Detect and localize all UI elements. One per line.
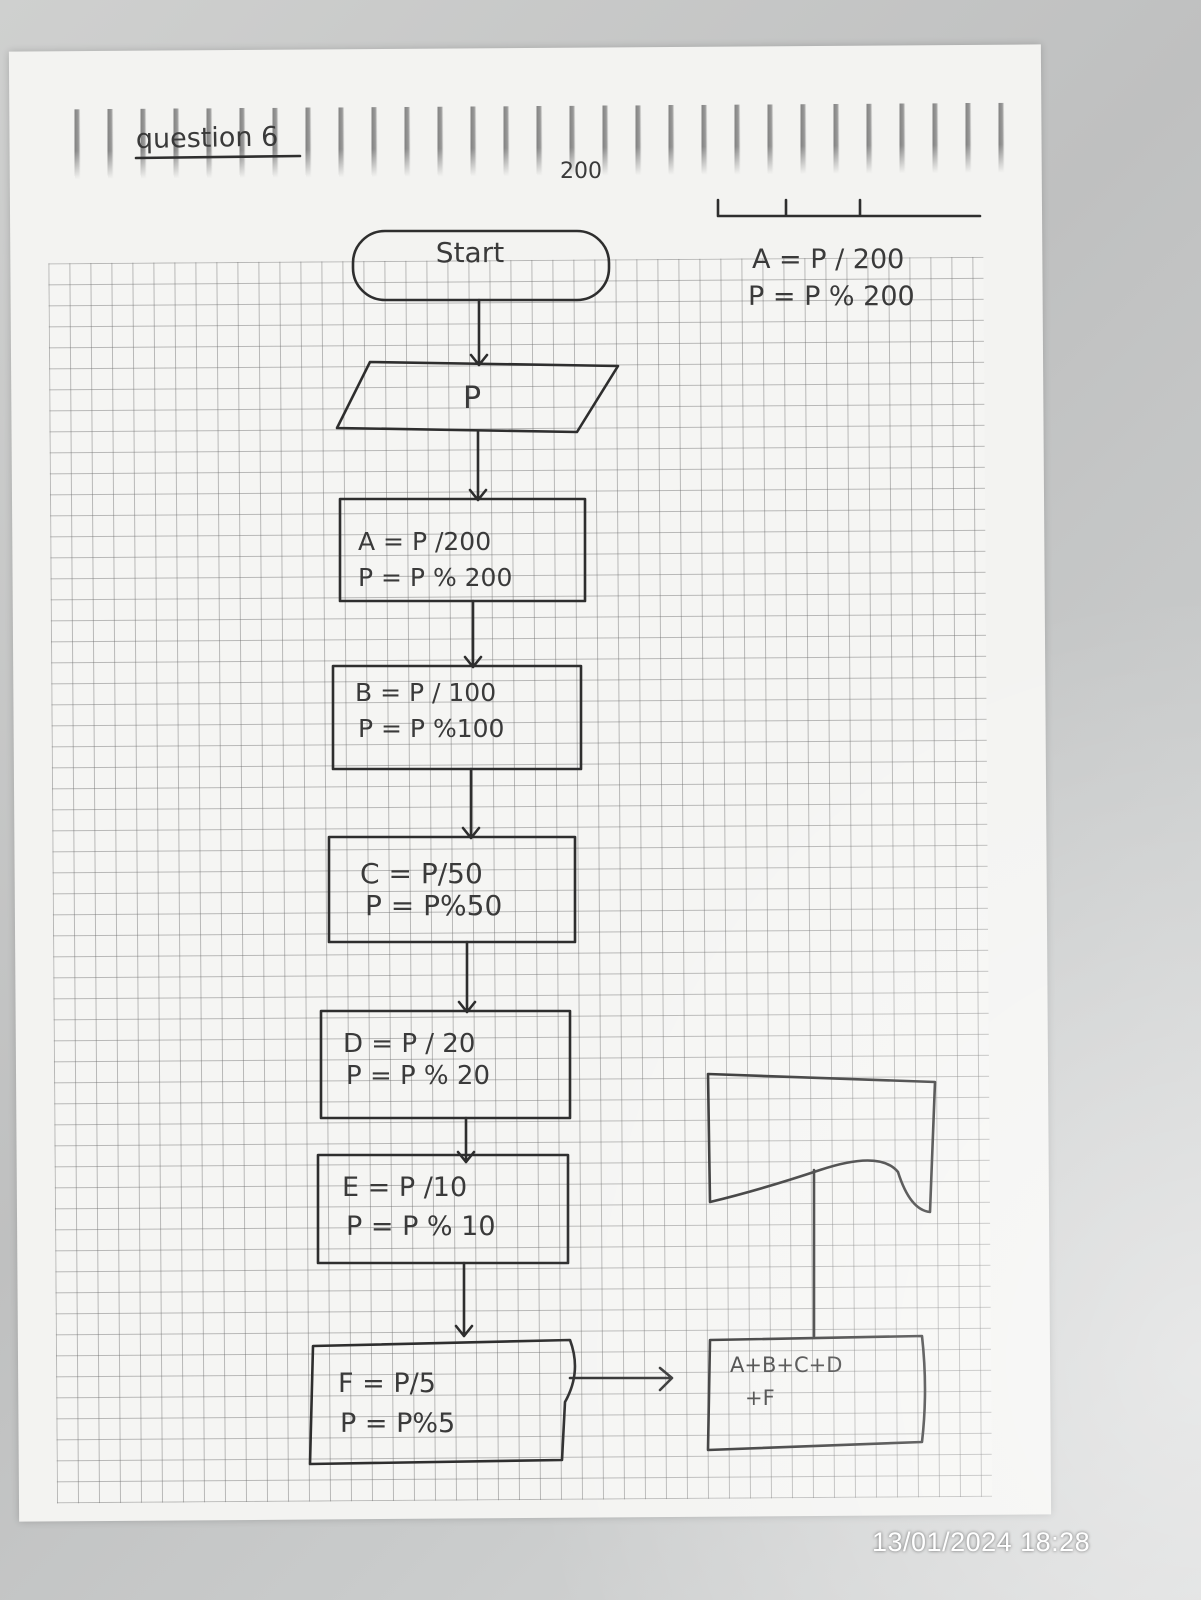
process-box-1 bbox=[338, 497, 587, 603]
step-5-line-1: E = P /10 bbox=[342, 1172, 467, 1203]
display-symbol bbox=[706, 1072, 937, 1214]
side-note-line-2: P = P % 200 bbox=[748, 281, 915, 312]
process-box-6 bbox=[308, 1338, 577, 1466]
header-boxes bbox=[716, 198, 982, 218]
process-box-4 bbox=[319, 1009, 572, 1120]
process-box-5 bbox=[316, 1153, 570, 1265]
step-3-line-2: P = P%50 bbox=[365, 889, 502, 922]
step-4-line-2: P = P % 20 bbox=[346, 1061, 490, 1091]
output-line-1: A+B+C+D bbox=[730, 1353, 842, 1377]
step-4-line-1: D = P / 20 bbox=[343, 1029, 475, 1059]
input-parallelogram bbox=[335, 360, 620, 434]
step-2-line-1: B = P / 100 bbox=[355, 678, 496, 707]
process-box-2 bbox=[331, 664, 583, 771]
photo-timestamp: 13/01/2024 18:28 bbox=[872, 1527, 1091, 1557]
step-2-line-2: P = P %100 bbox=[358, 714, 504, 743]
step-6-line-2: P = P%5 bbox=[340, 1408, 455, 1439]
step-3-line-1: C = P/50 bbox=[360, 857, 483, 890]
step-6-line-1: F = P/5 bbox=[338, 1368, 436, 1399]
arrow-step-1-to-step-2 bbox=[463, 599, 483, 669]
arrow-step-2-to-step-3 bbox=[461, 767, 481, 840]
step-5-line-2: P = P % 10 bbox=[346, 1211, 496, 1242]
step-1-line-1: A = P /200 bbox=[358, 527, 491, 556]
arrow-input-to-step-1 bbox=[468, 430, 488, 502]
input-label: P bbox=[463, 381, 481, 416]
output-line-2: +F bbox=[745, 1386, 775, 1410]
side-note-line-1: A = P / 200 bbox=[752, 244, 904, 275]
start-terminator bbox=[351, 229, 611, 302]
step-1-line-2: P = P % 200 bbox=[358, 563, 512, 592]
process-box-3 bbox=[327, 835, 577, 944]
arrow-step-5-to-step-6 bbox=[454, 1261, 474, 1338]
page-title: question 6 bbox=[136, 122, 279, 155]
title-underline bbox=[134, 154, 302, 160]
output-box bbox=[706, 1334, 927, 1452]
top-note: 200 bbox=[560, 159, 602, 184]
arrow-step-3-to-step-4 bbox=[457, 940, 477, 1014]
arrow-start-to-input bbox=[469, 298, 489, 367]
arrow-step-6-to-output bbox=[568, 1366, 674, 1392]
start-label: Start bbox=[436, 236, 504, 269]
